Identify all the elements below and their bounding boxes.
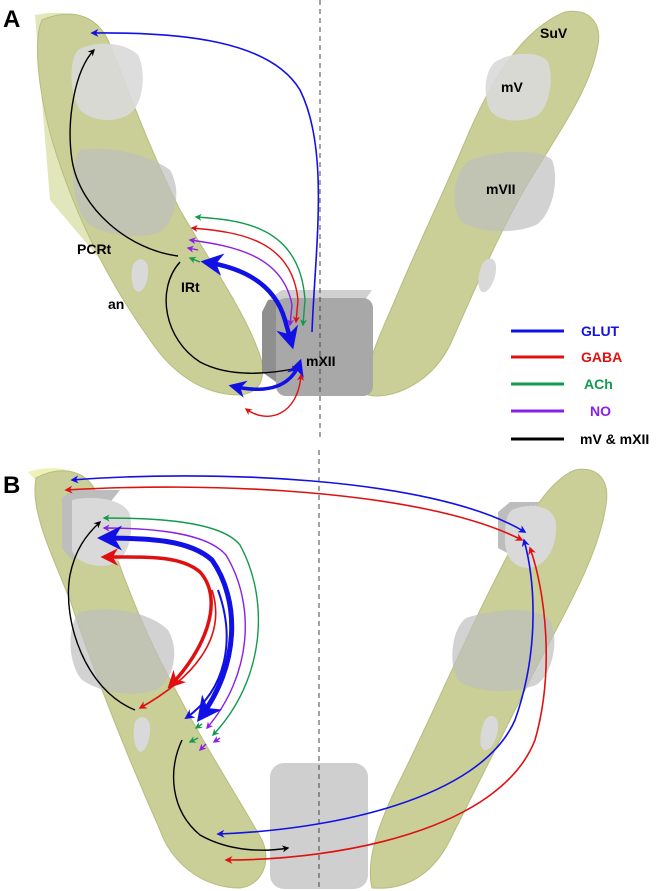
legend-item-mv-mxii: mV & mXII <box>511 431 649 447</box>
no-tick-2-b <box>212 735 221 743</box>
legend-label-mv-mxii: mV & mXII <box>580 431 649 447</box>
gaba-projection-mv-to-mv-b <box>64 485 524 541</box>
panel-b: B <box>3 450 608 891</box>
gaba-projection-thick-b <box>100 548 213 689</box>
legend-label-no: NO <box>590 403 611 419</box>
mvii-nucleus-right-a <box>454 151 556 232</box>
region-label-pcrt-a: PCRt <box>77 241 112 257</box>
gaba-projection-thin-b <box>138 589 217 709</box>
legend-item-no: NO <box>511 403 611 419</box>
region-label-mxii-a: mXII <box>306 353 336 369</box>
legend-item-gaba: GABA <box>511 349 622 365</box>
panel-a: A SuV mV mVII PCRt IRt an mXII <box>3 0 600 440</box>
panel-letter-b: B <box>3 472 20 499</box>
mvii-nucleus-left-a <box>73 148 177 237</box>
legend-item-ach: ACh <box>511 376 613 392</box>
ach-tick-2-b <box>188 736 199 743</box>
region-label-irt-a: IRt <box>181 279 200 295</box>
gaba-projection-mxii-to-mv-right-b <box>224 546 547 864</box>
glut-projection-thick-a <box>200 253 298 350</box>
region-label-suv-a: SuV <box>540 25 568 41</box>
mvii-nucleus-left-b <box>70 609 175 694</box>
glut-projection-mv-to-mv-b <box>70 475 527 533</box>
region-label-mvii-a: mVII <box>486 181 516 197</box>
mv-mxii-projection-to-mxii-b <box>172 739 290 853</box>
ach-projection-b <box>102 514 260 737</box>
mxii-nucleus-b <box>270 763 368 889</box>
region-label-an-a: an <box>108 296 124 312</box>
no-tick-a <box>186 245 199 253</box>
an-nucleus-right-a <box>478 258 497 293</box>
legend-item-glut: GLUT <box>511 323 620 339</box>
no-tick-b <box>199 743 207 751</box>
ach-tick-a <box>188 256 201 264</box>
legend-label-ach: ACh <box>584 376 613 392</box>
legend-label-gaba: GABA <box>581 349 622 365</box>
ach-tick-b <box>194 721 203 729</box>
mv-mxii-projection-pcrt-to-mv-a <box>69 48 179 257</box>
an-nucleus-left-a <box>131 259 149 292</box>
glut-projection-mxii-to-mv-a <box>90 28 320 333</box>
mv-nucleus-right-a <box>485 53 551 121</box>
projections-a <box>69 28 320 417</box>
glut-projection-thick-b <box>97 525 235 722</box>
region-label-mv-a: mV <box>501 79 523 95</box>
panel-letter-a: A <box>3 6 20 33</box>
legend-label-glut: GLUT <box>581 323 620 339</box>
projections-b <box>64 475 547 864</box>
gaba-projection-lower-a <box>244 373 305 417</box>
glut-projection-thin-b <box>184 589 228 720</box>
mvii-nucleus-right-b <box>452 610 555 692</box>
mv-nucleus-left-a <box>71 43 143 121</box>
legend: GLUT GABA ACh NO mV & mXII <box>511 323 649 447</box>
